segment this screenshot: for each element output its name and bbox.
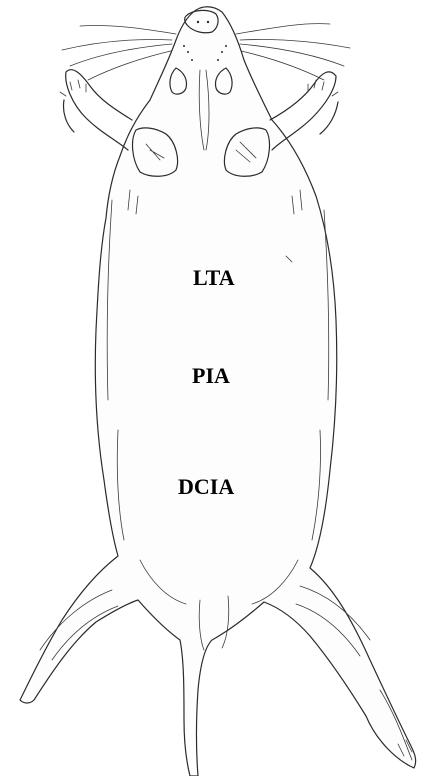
rat-body [20, 7, 416, 776]
label-dcia: DCIA [178, 476, 234, 498]
label-lta: LTA [193, 267, 235, 289]
label-pia: PIA [192, 365, 230, 387]
